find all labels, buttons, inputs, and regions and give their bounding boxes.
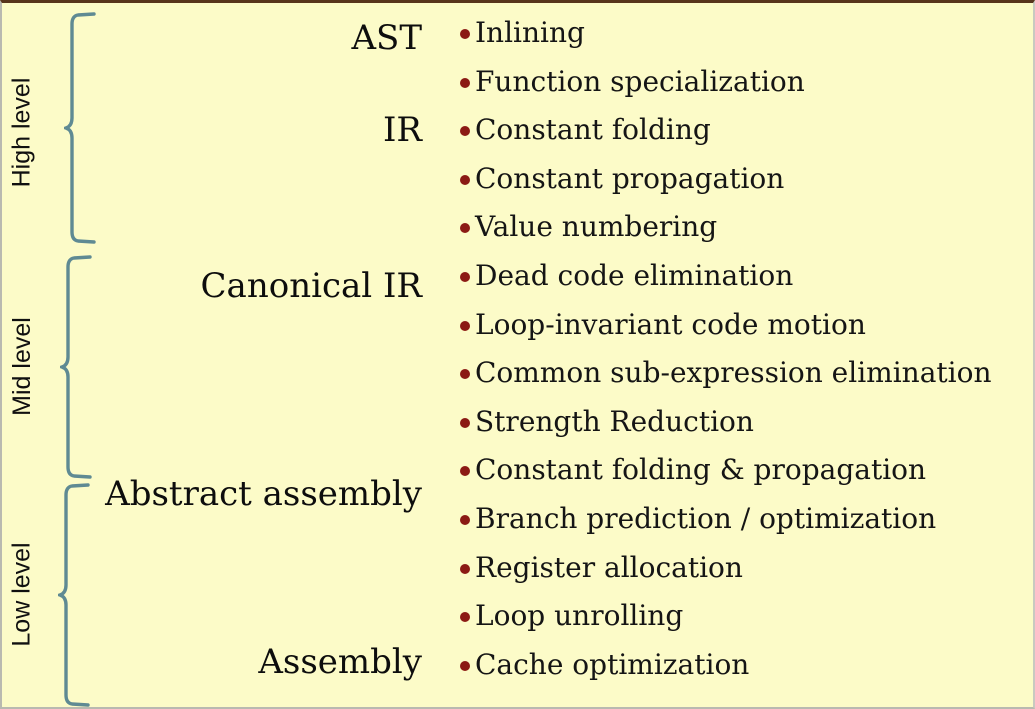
bullet-dot-icon [460,271,470,282]
optimization-label: Common sub-expression elimination [475,356,992,390]
level-label-low: Low level [2,481,42,707]
list-item: Loop-invariant code motion [457,304,1032,353]
stage-label-assembly: Assembly [258,642,422,682]
bullet-dot-icon [460,417,470,428]
optimization-label: Loop unrolling [475,599,684,633]
bullet-dot-icon [460,369,470,380]
optimization-label: Loop-invariant code motion [475,307,866,341]
list-item: Constant propagation [457,158,1032,207]
list-item: Common sub-expression elimination [457,352,1032,401]
optimization-label: Constant propagation [475,161,785,195]
list-item: Value numbering [457,206,1032,255]
brace-high-level-icon [64,12,96,244]
optimization-label: Inlining [475,16,585,49]
list-item: Branch prediction / optimization [457,498,1032,547]
bullet-dot-icon [460,126,470,137]
bullet-dot-icon [460,223,470,234]
stage-label-abstract-assembly: Abstract assembly [105,474,422,514]
optimization-label: Cache optimization [475,647,750,681]
optimization-label: Function specialization [475,64,805,98]
optimization-label: Branch prediction / optimization [475,501,937,535]
bullet-dot-icon [460,320,470,331]
stage-label-canonical-ir: Canonical IR [200,266,422,306]
list-item: Loop unrolling [457,595,1032,644]
level-label-low-text: Low level [7,541,36,647]
list-item: Inlining [457,12,1032,61]
optimization-label: Dead code elimination [475,258,794,292]
bullet-dot-icon [460,612,470,623]
bullet-dot-icon [460,514,470,525]
brace-mid-level-icon [60,255,92,479]
level-label-mid: Mid level [2,255,42,477]
list-item: Cache optimization [457,644,1032,693]
bullet-dot-icon [460,29,470,39]
level-label-high-text: High level [7,77,36,187]
stage-label-ast: AST [351,18,422,58]
optimization-label: Strength Reduction [475,404,754,438]
brace-low-level-icon [58,483,90,707]
optimization-label: Register allocation [475,550,743,584]
bullet-dot-icon [460,660,470,671]
bullet-dot-icon [460,563,470,574]
level-label-high: High level [2,21,42,243]
optimization-label: Value numbering [475,210,718,244]
list-item: Dead code elimination [457,255,1032,304]
optimization-label: Constant folding [475,113,711,147]
list-item: Function specialization [457,61,1032,110]
bullet-dot-icon [460,77,470,88]
list-item: Constant folding [457,109,1032,158]
optimization-label: Constant folding & propagation [475,453,927,487]
bullet-dot-icon [460,466,470,477]
stage-label-ir: IR [382,110,422,150]
list-item: Register allocation [457,547,1032,596]
list-item: Strength Reduction [457,401,1032,450]
bullet-dot-icon [460,174,470,185]
list-item: Constant folding & propagation [457,449,1032,498]
level-label-mid-text: Mid level [7,316,36,416]
